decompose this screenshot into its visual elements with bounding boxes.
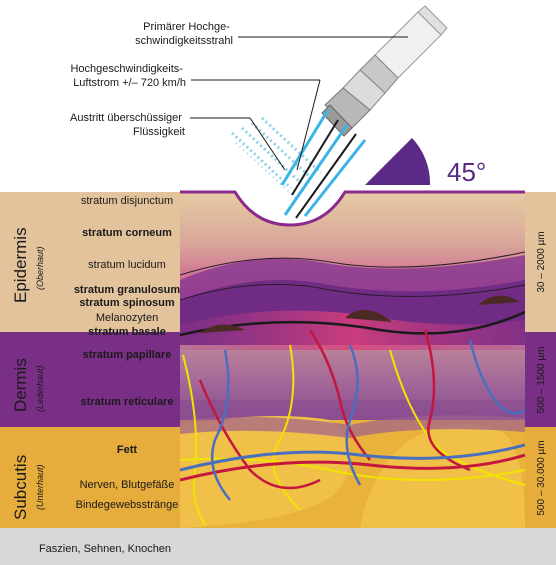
section-subcutis-subtitle: (Unterhaut) — [35, 464, 45, 510]
thickness-dermis: 500 – 1500 µm — [536, 347, 547, 414]
airflow-label: Hochgeschwindigkeits- Luftstrom +/– 720 … — [70, 63, 186, 89]
subcutis-thickness-band — [525, 427, 556, 528]
high-speed-jets — [280, 109, 367, 219]
label-fett: Fett — [117, 444, 138, 456]
section-dermis-title: Dermis — [11, 358, 30, 412]
section-dermis-subtitle: (Lederhaut) — [35, 365, 45, 412]
label-nerven: Nerven, Blutgefäße — [80, 479, 175, 491]
label-stratum-basale: stratum basale — [88, 326, 166, 338]
dermis-thickness-band — [525, 332, 556, 427]
label-stratum-spinosum: stratum spinosum — [79, 297, 175, 309]
skin-surface — [180, 190, 525, 227]
section-epidermis-title: Epidermis — [11, 227, 30, 303]
fascia-band — [0, 528, 556, 565]
callout-leaders — [190, 36, 408, 171]
label-stratum-papillare: stratum papillare — [83, 349, 172, 361]
epidermis-band — [0, 192, 180, 332]
epidermis-thickness-band — [525, 192, 556, 332]
label-stratum-corneum: stratum corneum — [82, 227, 172, 239]
section-subcutis-title: Subcutis — [11, 455, 30, 520]
angle-label: 45° — [447, 157, 486, 187]
primary-jet-label: Primärer Hochge- schwindigkeitsstrahl — [135, 21, 233, 47]
excess-fluid-label: Austritt überschüssiger Flüssigkeit — [70, 112, 185, 138]
label-faszien: Faszien, Sehnen, Knochen — [39, 543, 171, 555]
label-melanozyten: Melanozyten — [96, 312, 158, 324]
label-stratum-disjunctum: stratum disjunctum — [81, 195, 173, 207]
label-stratum-lucidum: stratum lucidum — [88, 259, 166, 271]
thickness-subcutis: 500 – 30.000 µm — [536, 440, 547, 515]
subcutis-band — [0, 427, 180, 528]
dermis-band — [0, 332, 180, 427]
nozzle — [321, 5, 448, 137]
section-epidermis-subtitle: (Oberhaut) — [35, 246, 45, 290]
angle-wedge — [365, 138, 431, 185]
label-stratum-granulosum: stratum granulosum — [74, 284, 181, 296]
label-stratum-reticulare: stratum reticulare — [81, 396, 174, 408]
label-bindegewebe: Bindegewebsstränge — [76, 499, 179, 511]
thickness-epidermis: 30 – 2000 µm — [536, 231, 547, 292]
excess-fluid-spray — [230, 116, 323, 199]
tissue-illustration — [180, 192, 525, 528]
